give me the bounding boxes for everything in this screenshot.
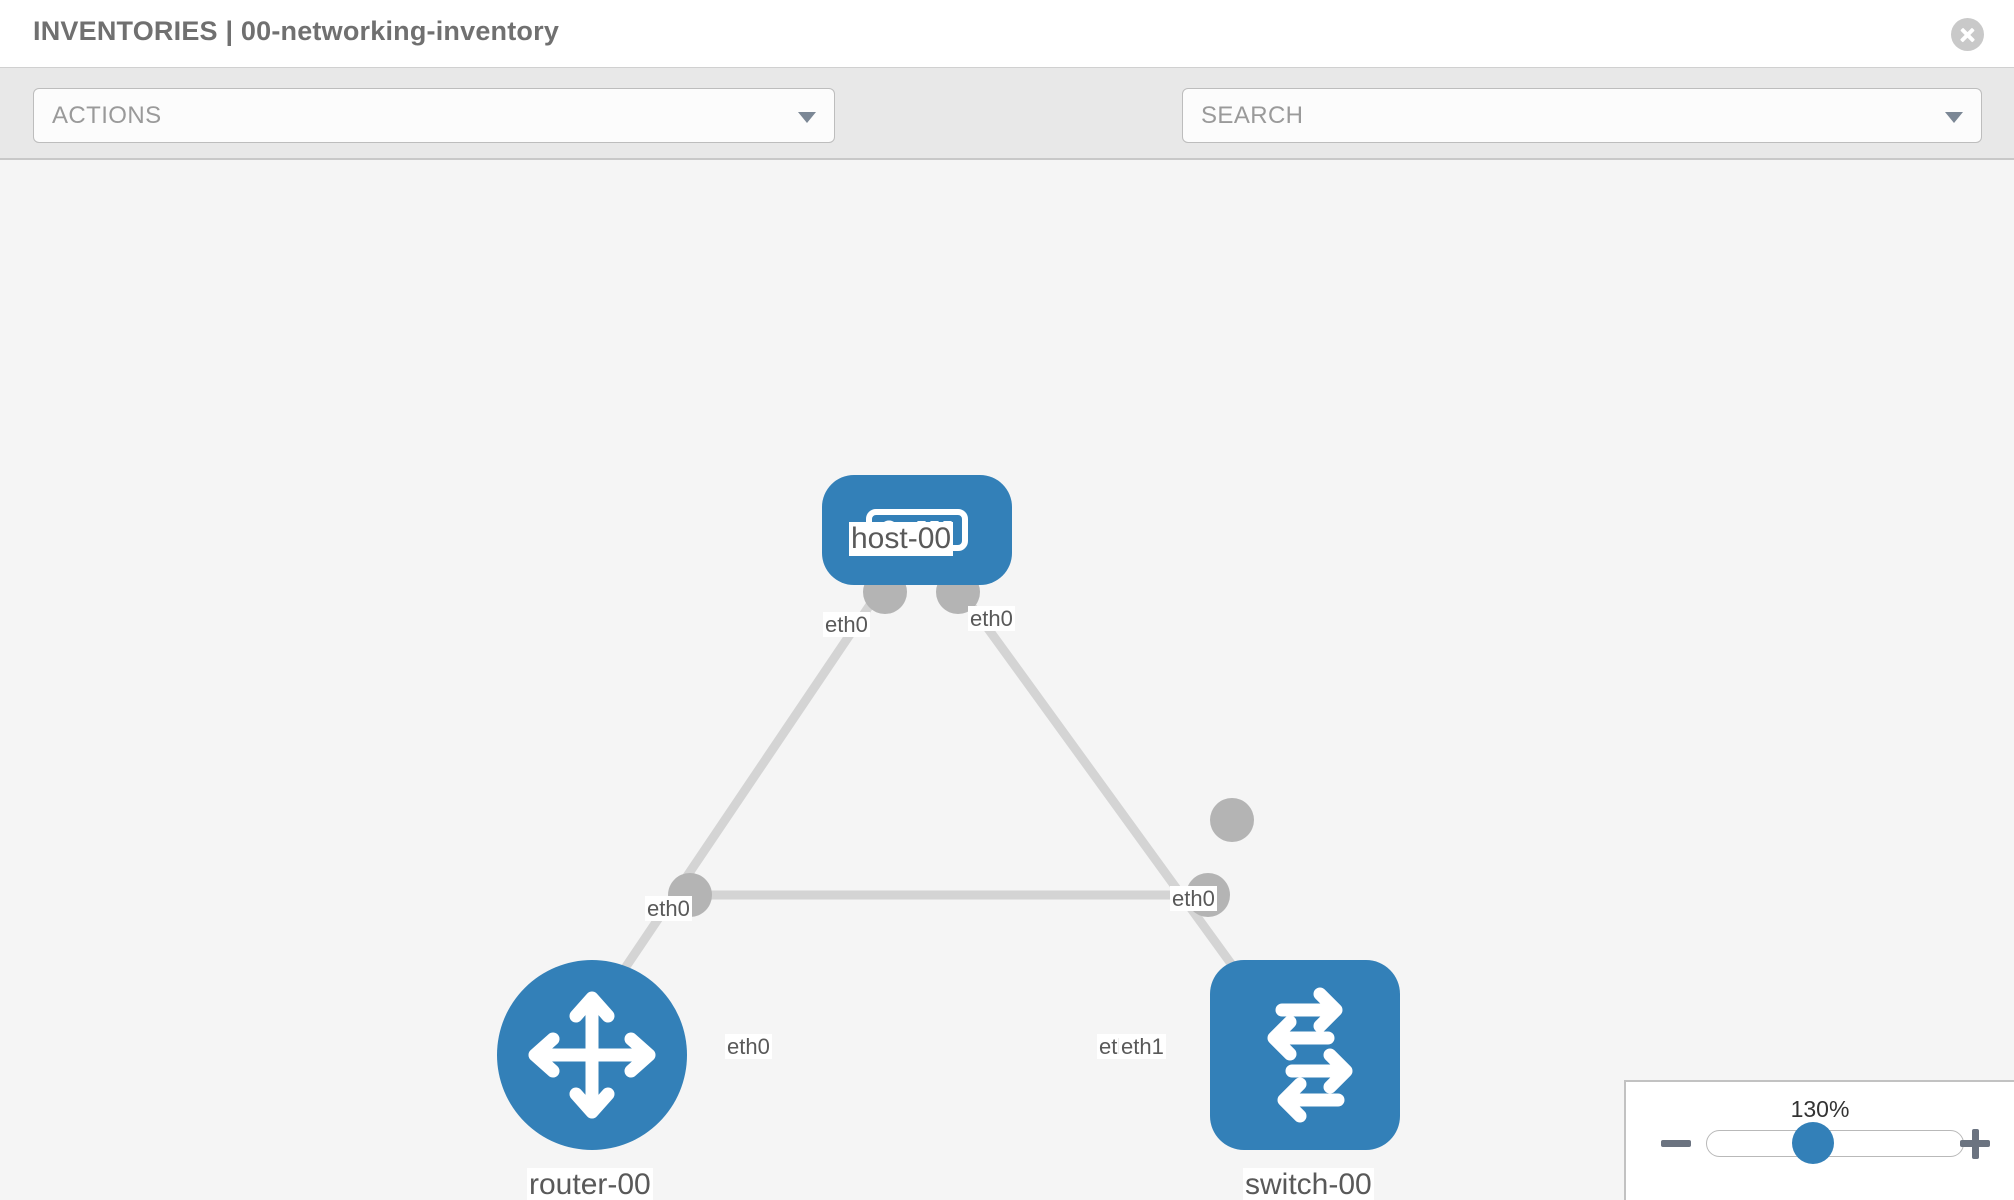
chevron-down-icon — [1945, 112, 1963, 123]
plus-icon[interactable] — [1958, 1126, 1992, 1160]
node-label-router-00: router-00 — [527, 1168, 653, 1200]
interface-label-host-right: eth0 — [968, 606, 1015, 632]
app-header: INVENTORIES | 00-networking-inventory — [0, 0, 2014, 68]
actions-dropdown[interactable]: ACTIONS — [33, 88, 835, 143]
port-switch-upper — [1210, 798, 1254, 842]
minus-icon[interactable] — [1659, 1126, 1693, 1160]
search-input[interactable]: SEARCH — [1182, 88, 1982, 143]
ports — [668, 570, 1254, 917]
interface-label-router-right: eth0 — [725, 1034, 772, 1060]
node-label-host-00: host-00 — [849, 522, 954, 556]
zoom-slider-track[interactable] — [1706, 1130, 1964, 1157]
interface-label-switch-up: eth0 — [1170, 886, 1217, 912]
node-switch-00[interactable] — [1210, 960, 1400, 1150]
router-arrows-icon — [528, 991, 656, 1119]
toolbar: ACTIONS SEARCH — [0, 68, 2014, 200]
close-icon[interactable] — [1951, 18, 1984, 51]
topology-graph — [612, 570, 1254, 985]
node-label-switch-00: switch-00 — [1243, 1168, 1374, 1200]
interface-label-switch-left: eth1 — [1119, 1034, 1166, 1060]
actions-dropdown-label: ACTIONS — [52, 102, 162, 129]
search-placeholder: SEARCH — [1201, 102, 1304, 129]
topology-canvas[interactable]: host-00 router-00 switch-00 eth0 eth0 et… — [0, 160, 2014, 1200]
link-host-router — [612, 585, 885, 985]
switch-arrows-icon — [1267, 987, 1353, 1123]
zoom-slider-thumb[interactable] — [1792, 1122, 1834, 1164]
links — [612, 585, 1237, 985]
chevron-down-icon — [798, 112, 816, 123]
interface-label-host-left: eth0 — [823, 612, 870, 638]
zoom-level-label: 130% — [1790, 1096, 1850, 1122]
node-router-00[interactable] — [497, 960, 687, 1150]
interface-label-router-up: eth0 — [645, 896, 692, 922]
zoom-control-panel: 130% — [1624, 1080, 2014, 1200]
page-title: INVENTORIES | 00-networking-inventory — [33, 16, 560, 46]
